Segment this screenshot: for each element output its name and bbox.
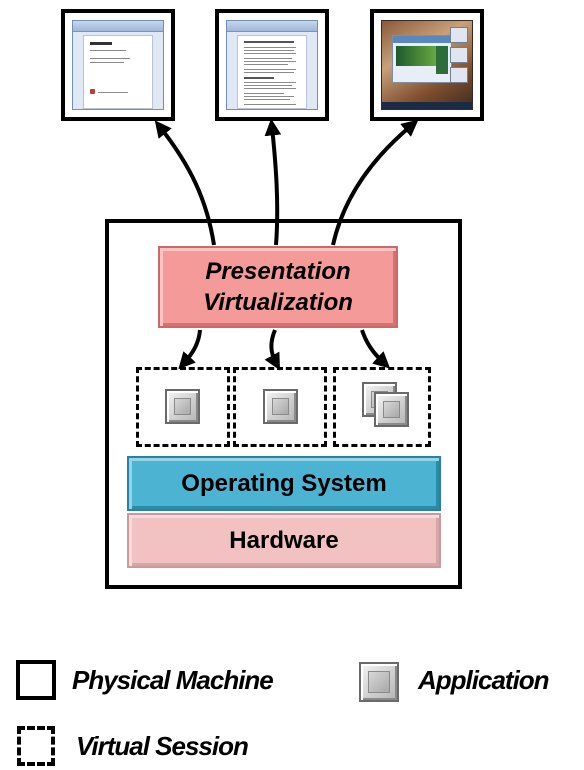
hardware-box: Hardware bbox=[127, 513, 441, 568]
legend-application-icon bbox=[359, 662, 399, 702]
arrow-to-session-3 bbox=[360, 329, 391, 369]
desktop-thumbnail bbox=[381, 20, 473, 110]
legend-virtual-session-label: Virtual Session bbox=[76, 731, 249, 761]
arrow-to-screen-3 bbox=[331, 119, 419, 246]
screen-thumbnail-2 bbox=[215, 9, 329, 121]
arrow-to-screen-1 bbox=[154, 120, 216, 246]
operating-system-label: Operating System bbox=[181, 469, 387, 497]
screen-thumbnail-1 bbox=[61, 9, 175, 121]
taskbar bbox=[382, 102, 472, 109]
arrow-to-session-2 bbox=[264, 329, 281, 371]
legend-application-label: Application bbox=[418, 665, 550, 695]
virtual-session-1 bbox=[136, 367, 230, 447]
legend-physical-machine-label: Physical Machine bbox=[72, 665, 274, 695]
virtual-session-3 bbox=[333, 367, 431, 447]
hardware-label: Hardware bbox=[229, 526, 339, 554]
presentation-virtualization-box: Presentation Virtualization bbox=[158, 246, 398, 328]
application-icon bbox=[263, 389, 298, 424]
text-document-thumbnail bbox=[226, 20, 318, 110]
operating-system-box: Operating System bbox=[127, 456, 441, 511]
application-icon bbox=[374, 392, 409, 427]
application-icon bbox=[165, 389, 200, 424]
legend-virtual-session-symbol bbox=[17, 726, 55, 766]
logo-icon bbox=[90, 89, 95, 94]
presentation-label-line1: Presentation bbox=[205, 258, 351, 285]
presentation-label-line2: Virtualization bbox=[203, 289, 353, 316]
arrow-to-session-1 bbox=[178, 329, 202, 370]
screen-thumbnail-3 bbox=[370, 9, 484, 121]
legend-physical-machine-symbol bbox=[16, 660, 56, 700]
browser-window-thumbnail bbox=[392, 35, 452, 83]
virtual-session-2 bbox=[233, 367, 327, 447]
document-window-thumbnail bbox=[72, 20, 164, 110]
arrow-to-screen-2 bbox=[264, 118, 282, 246]
